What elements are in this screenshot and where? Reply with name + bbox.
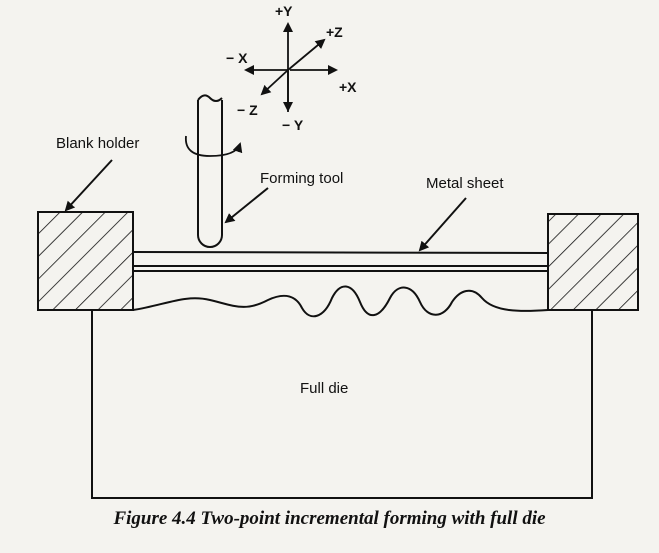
right-blank-holder [547, 213, 639, 311]
forming-tool-top [197, 94, 223, 102]
full-die [91, 285, 593, 499]
axis-minus-z [260, 69, 289, 96]
axis-plus-z [287, 38, 326, 71]
full-die-label: Full die [300, 380, 349, 397]
metal-sheet-leader [418, 197, 467, 252]
coordinate-axes [244, 22, 338, 112]
axis-label-minus-x: − X [226, 50, 248, 66]
axis-label-plus-x: +X [339, 79, 357, 95]
forming-tool-label: Forming tool [260, 170, 344, 187]
figure-caption: Figure 4.4 Two-point incremental forming… [113, 508, 546, 529]
forming-tool [197, 100, 223, 248]
blank-holder-label: Blank holder [56, 135, 140, 152]
blank-holder-leader [64, 159, 113, 212]
axis-label-minus-z: − Z [237, 102, 258, 118]
rotation-arrow [185, 135, 243, 157]
metal-sheet-label: Metal sheet [426, 175, 504, 192]
axis-label-plus-y: +Y [275, 3, 293, 19]
axis-label-plus-z: +Z [326, 24, 343, 40]
metal-sheet [132, 251, 549, 272]
axis-label-minus-y: − Y [282, 117, 304, 133]
forming-tool-leader [224, 187, 269, 224]
left-blank-holder [37, 211, 134, 311]
